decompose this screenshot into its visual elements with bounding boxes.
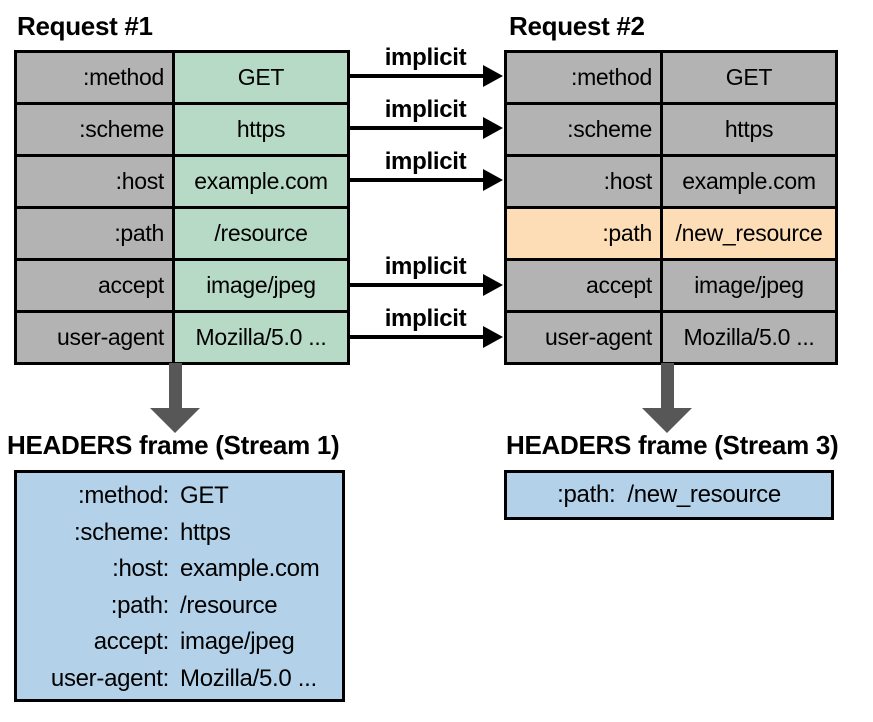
header-name-cell: user-agent [504,310,663,365]
arrow-line [348,178,487,182]
implicit-arrow: implicit [348,148,503,192]
arrow-line [348,335,487,339]
frame1-entries: :method: GET :scheme: https :host: examp… [17,473,342,697]
header-value-cell: Mozilla/5.0 ... [172,310,350,365]
entry-value: https [180,518,231,546]
arrow-right-icon [483,65,503,87]
header-value-cell: https [660,102,838,157]
table-row: user-agent Mozilla/5.0 ... [504,310,838,365]
table-row: :host example.com [504,154,838,209]
arrow-right-icon [483,169,503,191]
entry-key: :path: [557,481,616,508]
entry-value: Mozilla/5.0 ... [180,664,317,692]
header-name-cell: :method [504,50,663,105]
table-row: :path /resource [14,206,350,261]
header-name-cell: :scheme [14,102,175,157]
implicit-arrow: implicit [348,305,503,349]
entry-key: user-agent: [50,664,169,692]
request1-title: Request #1 [17,11,153,41]
implicit-label: implicit [384,96,467,123]
implicit-label: implicit [384,305,467,332]
header-value-cell: https [172,102,350,157]
table-row: :scheme https [14,102,350,157]
frame-entry: :path: /new_resource [507,473,831,517]
entry-value: /resource [180,591,278,619]
arrow-head [150,408,200,433]
frame-entry: user-agent: Mozilla/5.0 ... [17,661,342,698]
table-row: :host example.com [14,154,350,209]
frame-entry: :host: example.com [17,551,342,588]
table-row: :method GET [14,50,350,105]
entry-key: accept: [93,628,170,655]
header-value-cell: GET [172,50,350,105]
arrow-head [642,408,692,433]
arrow-line [348,283,487,287]
header-value-cell: /resource [172,206,350,261]
arrow-line [348,126,487,130]
implicit-label: implicit [384,253,467,280]
header-value-cell: GET [660,50,838,105]
entry-value: /new_resource [627,481,781,508]
header-name-cell: :path [14,206,175,261]
request1-table: :method GET :scheme https :host example.… [14,50,350,365]
header-value-cell: image/jpeg [660,258,838,313]
arrow-right-icon [483,117,503,139]
entry-key: :method: [78,482,169,509]
header-name-cell: :path [504,206,663,261]
header-value-cell: image/jpeg [172,258,350,313]
table-row: accept image/jpeg [504,258,838,313]
header-name-cell: accept [504,258,663,313]
implicit-arrow: implicit [348,253,503,297]
frame1-title: HEADERS frame (Stream 1) [7,430,340,460]
table-row: accept image/jpeg [14,258,350,313]
header-name-cell: :scheme [504,102,663,157]
frame2-title: HEADERS frame (Stream 3) [506,430,839,460]
arrow-right-icon [483,326,503,348]
frame-entry: :scheme: https [17,515,342,552]
implicit-arrow: implicit [348,44,503,88]
entry-value: image/jpeg [180,628,295,655]
request2-title: Request #2 [509,11,645,41]
frame-entry: :method: GET [17,478,342,515]
down-arrow-icon [150,363,200,433]
arrow-stem [168,363,182,408]
implicit-arrow: implicit [348,96,503,140]
header-value-cell: example.com [172,154,350,209]
header-value-cell: /new_resource [660,206,838,261]
down-arrow-icon [642,363,692,433]
arrow-right-icon [483,274,503,296]
header-name-cell: user-agent [14,310,175,365]
table-row: :scheme https [504,102,838,157]
header-value-cell: example.com [660,154,838,209]
header-name-cell: accept [14,258,175,313]
entry-key: :scheme: [74,518,169,546]
frame-entry: accept: image/jpeg [17,624,342,661]
arrow-stem [660,363,674,408]
entry-value: example.com [180,555,320,582]
entry-key: :path: [110,591,170,619]
header-name-cell: :method [14,50,175,105]
entry-value: GET [180,482,229,509]
frame-entry: :path: /resource [17,588,342,625]
headers-frame-stream1: :method: GET :scheme: https :host: examp… [14,470,345,702]
table-row: user-agent Mozilla/5.0 ... [14,310,350,365]
implicit-label: implicit [384,44,467,71]
table-row: :method GET [504,50,838,105]
arrow-line [348,74,487,78]
header-value-cell: Mozilla/5.0 ... [660,310,838,365]
request2-table: :method GET :scheme https :host example.… [504,50,838,365]
headers-frame-stream3: :path: /new_resource [504,470,834,520]
entry-key: :host: [112,555,169,582]
header-name-cell: :host [504,154,663,209]
implicit-label: implicit [384,148,467,175]
header-name-cell: :host [14,154,175,209]
table-row-highlighted: :path /new_resource [504,206,838,261]
